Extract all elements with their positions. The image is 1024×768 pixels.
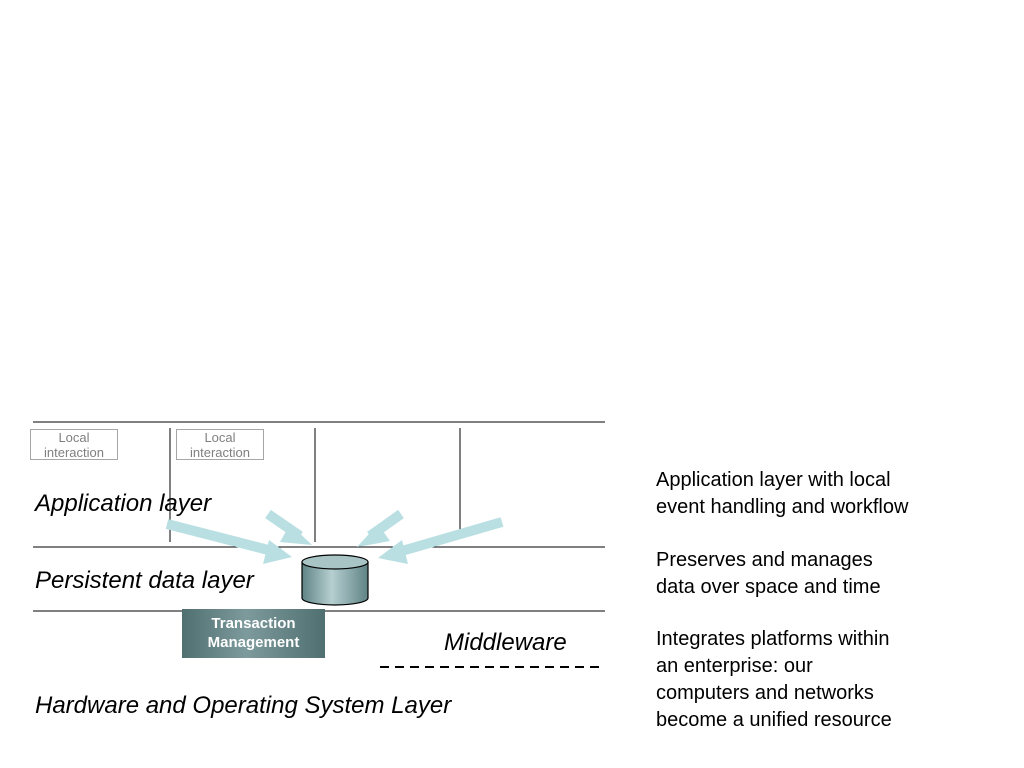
- middleware-description: Integrates platforms within an enterpris…: [656, 626, 996, 734]
- arrows: [165, 509, 504, 564]
- local-interaction-box-2: Local interaction: [176, 429, 264, 460]
- middleware-desc-line4: become a unified resource: [656, 709, 892, 731]
- hardware-layer-label: Hardware and Operating System Layer: [35, 692, 452, 719]
- middleware-label: Middleware: [444, 629, 567, 656]
- application-layer-label: Application layer: [35, 490, 212, 517]
- local-interaction-1-line2: interaction: [44, 445, 104, 460]
- local-interaction-1-line1: Local: [58, 430, 90, 445]
- middleware-desc-line3: computers and networks: [656, 682, 874, 704]
- persistent-desc-line2: data over space and time: [656, 576, 881, 598]
- transaction-management-box: Transaction Management: [182, 609, 325, 658]
- transaction-line1: Transaction: [211, 615, 296, 632]
- persistent-description: Preserves and manages data over space an…: [656, 547, 996, 601]
- arrow-from-left: [165, 519, 292, 564]
- persistent-desc-line1: Preserves and manages: [656, 549, 873, 571]
- persistent-layer-label: Persistent data layer: [35, 567, 254, 594]
- local-interaction-2-line1: Local: [204, 430, 236, 445]
- transaction-line2: Management: [207, 634, 300, 651]
- application-desc-line2: event handling and workflow: [656, 496, 909, 518]
- arrow-from-right-center: [357, 509, 404, 547]
- middleware-desc-line1: Integrates platforms within: [656, 628, 890, 650]
- local-interaction-2-line2: interaction: [190, 445, 250, 460]
- application-description: Application layer with local event handl…: [656, 467, 996, 521]
- application-desc-line1: Application layer with local: [656, 469, 891, 491]
- middleware-desc-line2: an enterprise: our: [656, 655, 813, 677]
- arrow-from-right: [378, 517, 504, 564]
- arrow-from-left-center: [265, 509, 312, 545]
- database-icon: [301, 554, 369, 606]
- local-interaction-box-1: Local interaction: [30, 429, 118, 460]
